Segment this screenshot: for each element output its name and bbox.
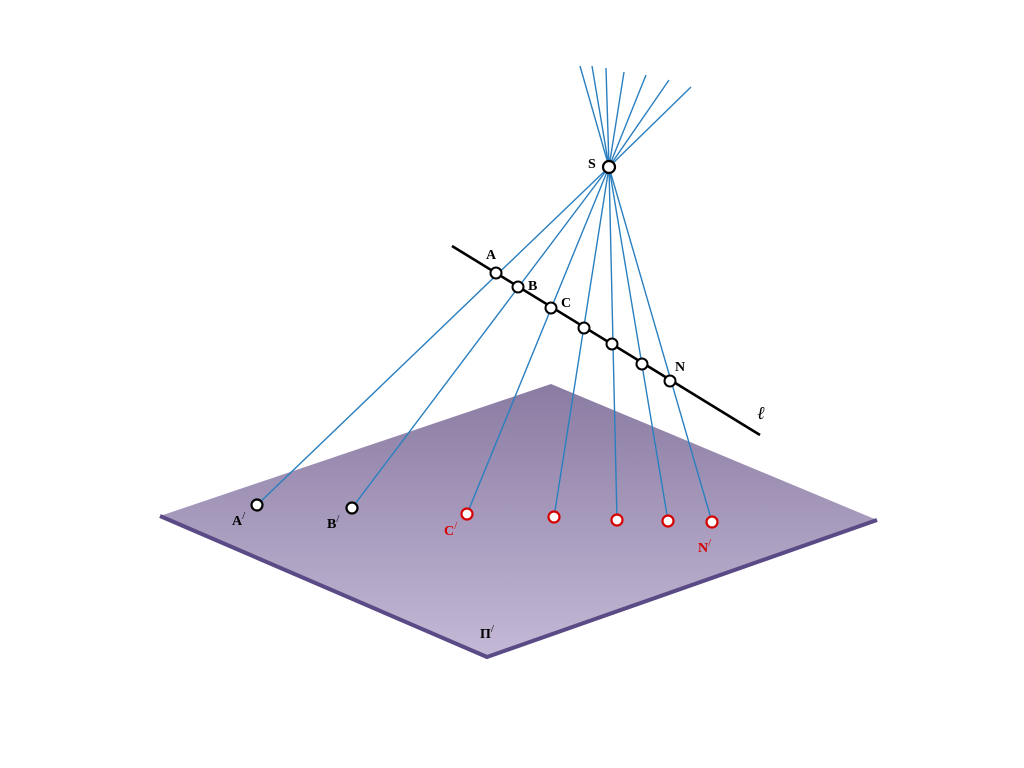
label-a: A [486,248,497,263]
ray-extension-4 [608,71,625,168]
label-a-prime: A/ [232,510,246,529]
ray-extension-6 [608,79,670,168]
projecting-rays [256,166,713,523]
ray-extension-3 [605,67,610,168]
point-b [511,280,525,294]
label-n-prime-letter: N [698,541,708,556]
ray-extension-2 [591,65,610,168]
center-s-point [601,159,617,175]
projection-n [705,515,719,529]
label-b: B [528,279,537,294]
label-plane: Π/ [480,623,495,642]
point-6 [635,357,649,371]
ray-extension-1 [579,65,610,168]
ray-6 [608,166,669,522]
label-s: S [588,157,596,172]
points-on-line [489,266,677,388]
ray-n [608,166,713,523]
prime-mark-n: / [708,537,712,549]
point-5 [605,337,619,351]
line-l [451,244,761,437]
prime-mark-a: / [242,510,246,522]
label-c: C [561,296,571,311]
point-a [489,266,503,280]
ray-c [466,166,610,515]
prime-mark-plane: / [491,623,495,635]
ray-extensions [579,65,692,168]
plane-front-edge [159,514,878,659]
projection-plane [160,384,877,657]
projections-black [250,498,359,515]
projection-4 [547,510,561,524]
label-b-prime: B/ [327,513,340,532]
prime-mark-b: / [336,513,340,525]
label-n-prime: N/ [698,537,712,556]
ray-extension-7 [608,86,692,168]
projection-b [345,501,359,515]
projection-a [250,498,264,512]
label-c-prime-letter: C [444,524,454,539]
ray-4 [553,166,610,518]
projections-red [460,507,719,529]
point-n [663,374,677,388]
label-b-prime-letter: B [327,517,336,532]
label-n: N [675,360,685,375]
projection-5 [610,513,624,527]
projection-6 [661,514,675,528]
label-plane-letter: Π [480,627,491,642]
prime-mark-c: / [454,520,458,532]
label-c-prime: C/ [444,520,458,539]
ray-b [351,166,610,509]
projection-c [460,507,474,521]
label-line-l: ℓ [757,403,765,423]
ray-extension-5 [608,74,647,168]
point-4 [577,321,591,335]
point-c [544,301,558,315]
ray-a [256,166,610,506]
label-a-prime-letter: A [232,514,243,529]
